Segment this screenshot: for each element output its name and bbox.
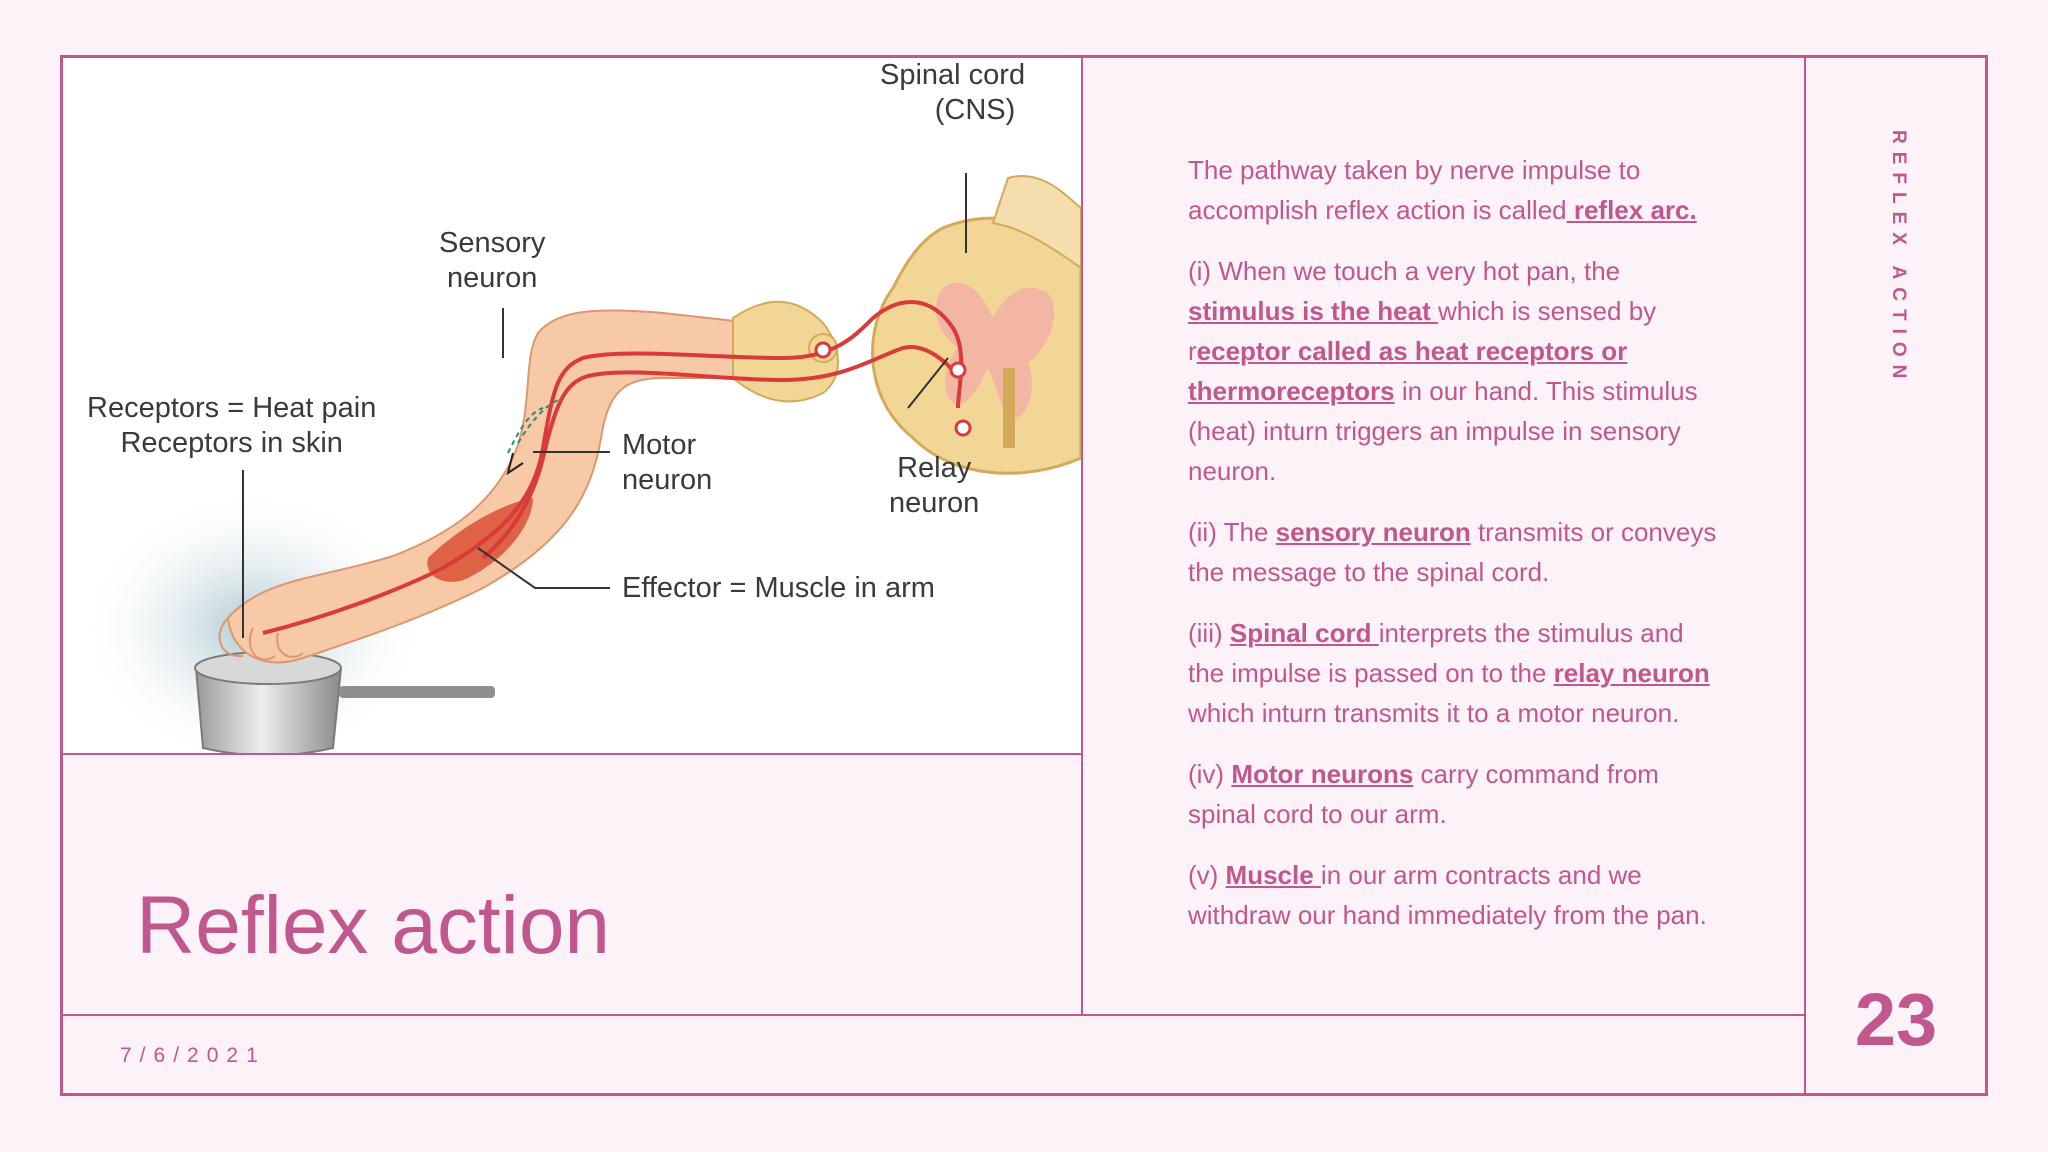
paragraph-step-2: (ii) The sensory neuron transmits or con… [1188,517,1717,587]
slide-title: Reflex action [136,880,611,971]
divider-vertical-sidebar [1804,55,1806,1096]
link-reflex-arc: reflex arc. [1566,195,1697,225]
label-spinal-cord-line1: Spinal cord [880,59,1026,91]
pan-icon [194,667,343,753]
paragraph-step-3: (iii) Spinal cord interprets the stimulu… [1188,618,1710,728]
label-relay-line1: Relay [897,452,972,484]
link-relay-neuron: relay neuron [1553,658,1710,688]
reflex-arc-illustration [78,173,1081,753]
label-motor-line1: Motor [622,429,697,461]
label-effector: Effector = Muscle in arm [622,572,935,604]
motor-neuron-path [481,345,960,560]
link-spinal-cord: Spinal cord [1229,618,1379,648]
label-receptors: Receptors = Heat pain Receptors in skin [87,391,376,461]
body-text: The pathway taken by nerve impulse to ac… [1188,150,1723,956]
frame-left [60,55,63,1096]
link-receptor: eceptor called as heat receptors or ther… [1188,336,1628,406]
impulse-arrows [507,397,564,454]
reflex-arc-diagram: Spinal cord (CNS) Sensory neuron Recepto… [63,58,1081,753]
paragraph-step-1: (i) When we touch a very hot pan, the st… [1188,256,1698,486]
paragraph-step-5: (v) Muscle in our arm contracts and we w… [1188,860,1707,930]
label-sensory-line1: Sensory [439,227,546,259]
paragraph-definition: The pathway taken by nerve impulse to ac… [1188,155,1697,225]
paragraph-step-4: (iv) Motor neurons carry command from sp… [1188,759,1659,829]
label-motor-neuron: Motor neuron [622,428,712,498]
sidebar-section-title: REFLEX ACTION [1888,130,1909,387]
slide-date: 7/6/2021 [120,1044,266,1067]
label-motor-line2: neuron [622,464,713,496]
link-motor-neurons: Motor neurons [1231,759,1414,789]
frame-bottom [60,1093,1988,1096]
label-relay-line2: neuron [889,487,980,519]
link-muscle: Muscle [1225,860,1321,890]
frame-top [60,55,1988,58]
sensory-neuron-path [262,300,964,635]
label-receptors-line1: Receptors = Heat pain [87,392,377,424]
divider-horizontal-footer [60,1014,1806,1016]
label-sensory-line2: neuron [447,262,538,294]
sensory-cell-body [814,341,832,359]
divider-horizontal-image [60,753,1083,755]
motor-cell-body [954,419,972,437]
label-receptors-line2: Receptors in skin [120,427,343,459]
label-spinal-cord: Spinal cord (CNS) [880,58,1025,128]
link-sensory-neuron: sensory neuron [1275,517,1471,547]
grey-matter [935,282,1055,419]
relay-cell-body [949,361,967,379]
link-stimulus: stimulus is the heat [1188,296,1438,326]
frame-right [1985,55,1988,1096]
divider-vertical-image [1081,55,1083,1016]
page-number: 23 [1854,978,1938,1061]
label-spinal-cord-line2: (CNS) [934,94,1016,126]
label-relay-neuron: Relay neuron [889,451,979,521]
label-sensory-neuron: Sensory neuron [439,226,545,296]
